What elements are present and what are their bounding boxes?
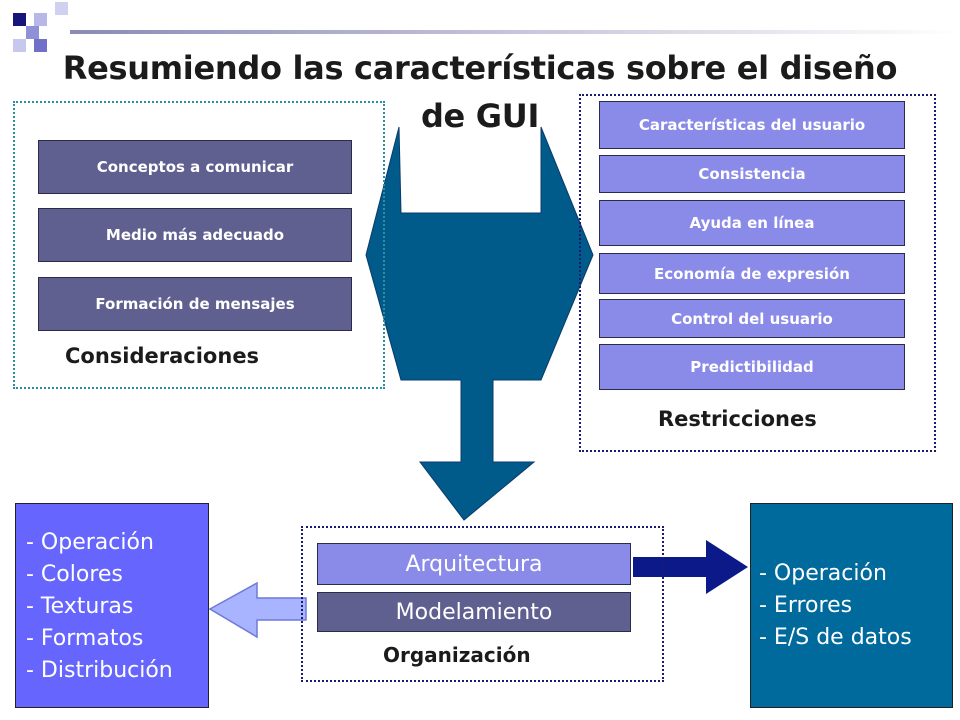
consideraciones-item: Formación de mensajes bbox=[38, 277, 352, 331]
consideraciones-caption: Consideraciones bbox=[65, 344, 260, 368]
restricciones-box bbox=[579, 94, 936, 452]
main-t-arrow bbox=[365, 126, 594, 521]
page-title: Resumiendo las características sobre el … bbox=[62, 49, 898, 135]
right-output-arrow bbox=[633, 540, 748, 594]
left-output-line: - Texturas bbox=[26, 594, 134, 619]
restricciones-item: Ayuda en línea bbox=[599, 200, 905, 246]
corner-squares-icon bbox=[13, 2, 68, 52]
restricciones-item: Características del usuario bbox=[599, 101, 905, 149]
organizacion-item-arquitectura: Arquitectura bbox=[317, 543, 631, 585]
right-output-line: - Operación bbox=[759, 561, 887, 586]
restricciones-item: Predictibilidad bbox=[599, 344, 905, 390]
left-output-line: - Formatos bbox=[26, 626, 144, 651]
restricciones-item: Control del usuario bbox=[599, 299, 905, 338]
consideraciones-item: Conceptos a comunicar bbox=[38, 140, 352, 194]
consideraciones-box bbox=[13, 101, 385, 389]
left-output-line: - Distribución bbox=[26, 658, 173, 683]
left-output-box: - Operación - Colores - Texturas - Forma… bbox=[15, 503, 209, 708]
restricciones-caption: Restricciones bbox=[658, 407, 817, 431]
organizacion-box bbox=[301, 526, 664, 682]
title-rule bbox=[70, 30, 960, 34]
restricciones-item: Consistencia bbox=[599, 155, 905, 193]
left-output-line: - Colores bbox=[26, 562, 123, 587]
organizacion-caption: Organización bbox=[383, 643, 531, 667]
right-output-line: - E/S de datos bbox=[759, 625, 912, 650]
left-output-arrow bbox=[208, 581, 307, 639]
consideraciones-item: Medio más adecuado bbox=[38, 208, 352, 262]
right-output-box: - Operación - Errores - E/S de datos bbox=[750, 503, 953, 708]
right-output-line: - Errores bbox=[759, 593, 853, 618]
restricciones-item: Economía de expresión bbox=[599, 253, 905, 294]
organizacion-item-modelamiento: Modelamiento bbox=[317, 592, 631, 632]
left-output-line: - Operación bbox=[26, 530, 154, 555]
